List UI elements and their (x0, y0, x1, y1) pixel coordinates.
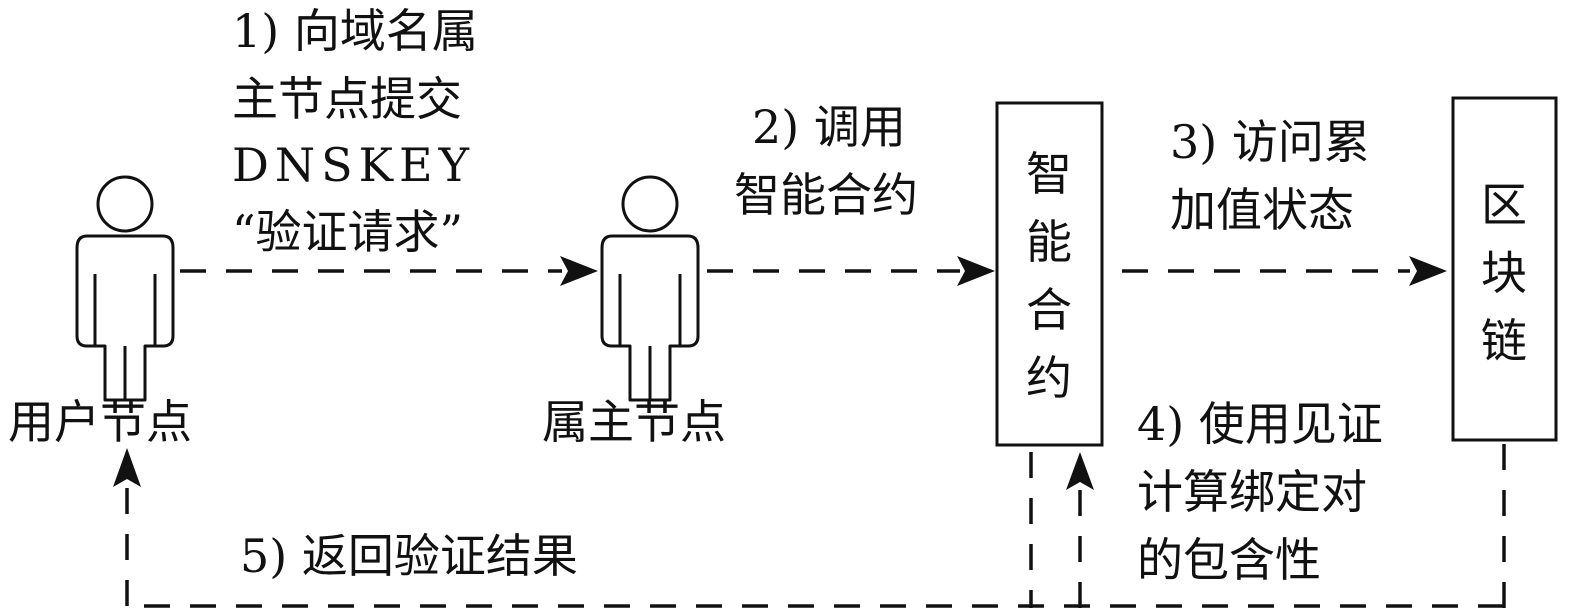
step4-line-2: 计算绑定对 (1137, 465, 1367, 519)
step1-line-4: “验证请求” (232, 205, 463, 259)
smart-contract-box: 智 能 合 约 (995, 101, 1104, 447)
step1-line-1: 1) 向域名属 (232, 4, 478, 58)
step2-arrow (707, 256, 995, 286)
blockchain-char-1: 区 (1481, 178, 1527, 232)
step4-label: 4) 使用见证 计算绑定对 的包含性 (1137, 397, 1383, 587)
step4-arrowhead-icon (1066, 452, 1094, 490)
step5-line-1: 5) 返回验证结果 (240, 529, 578, 583)
blockchain-char-2: 块 (1481, 246, 1527, 300)
smart-contract-char-2: 能 (1026, 215, 1072, 269)
step5-label: 5) 返回验证结果 (240, 529, 578, 583)
blockchain-box: 区 块 链 (1451, 96, 1558, 442)
step3-arrowhead-icon (1409, 256, 1447, 286)
step1-arrowhead-icon (560, 256, 598, 286)
smart-contract-char-3: 合 (1026, 283, 1072, 337)
step5-arrow (113, 448, 1504, 608)
user-node-actor: 用户节点 (8, 175, 192, 449)
step3-arrow (1122, 256, 1447, 286)
owner-person-icon (600, 175, 700, 402)
step1-arrow (180, 256, 598, 286)
step1-line-3: DNSKEY (232, 138, 475, 192)
blockchain-char-3: 链 (1481, 314, 1527, 368)
step2-line-2: 智能合约 (734, 168, 918, 222)
step4-arrow (1029, 444, 1506, 608)
step3-line-1: 3) 访问累 (1170, 115, 1370, 169)
smart-contract-char-4: 约 (1026, 351, 1072, 405)
step3-line-2: 加值状态 (1170, 183, 1354, 237)
smart-contract-char-1: 智 (1026, 147, 1072, 201)
blockchain-frame (1451, 96, 1558, 442)
step1-line-2: 主节点提交 (232, 72, 462, 126)
owner-node-actor: 属主节点 (542, 175, 726, 449)
step4-line-3: 的包含性 (1137, 533, 1321, 587)
step2-label: 2) 调用 智能合约 (734, 100, 918, 222)
step3-label: 3) 访问累 加值状态 (1170, 115, 1370, 237)
step5-arrowhead-icon (113, 448, 141, 487)
step1-label: 1) 向域名属 主节点提交 DNSKEY “验证请求” (232, 4, 478, 259)
step4-line-1: 4) 使用见证 (1137, 397, 1383, 451)
smart-contract-frame (995, 101, 1104, 447)
step2-arrowhead-icon (957, 256, 995, 286)
user-person-icon (75, 175, 175, 402)
owner-node-label: 属主节点 (542, 395, 726, 449)
user-node-label: 用户节点 (8, 395, 192, 449)
step2-line-1: 2) 调用 (752, 100, 906, 154)
